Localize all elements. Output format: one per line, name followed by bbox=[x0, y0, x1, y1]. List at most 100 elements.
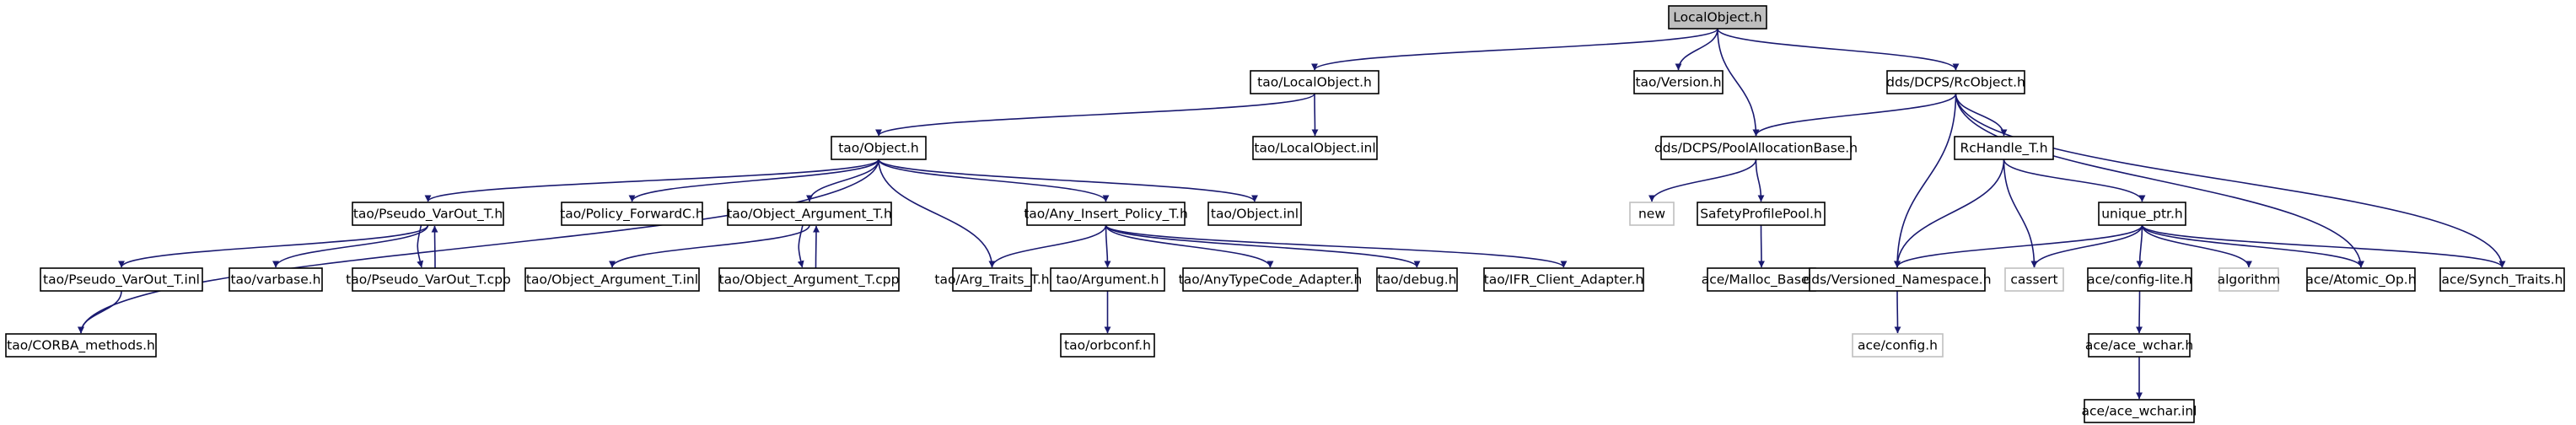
edge-n3-to-n31 bbox=[1955, 93, 2364, 268]
node-tao-varbase-h[interactable]: tao/varbase.h bbox=[229, 267, 323, 292]
node-label: tao/Object_Argument_T.inl bbox=[526, 272, 698, 288]
node-box bbox=[1376, 267, 1458, 292]
node-tao-localobject-h[interactable]: tao/LocalObject.h bbox=[1250, 70, 1379, 94]
node-tao-object-h[interactable]: tao/Object.h bbox=[831, 136, 927, 160]
node-dds-dcps-rcobject-h[interactable]: dds/DCPS/RcObject.h bbox=[1886, 70, 2025, 94]
edge-n1-to-n4 bbox=[875, 93, 1315, 137]
edge-n10-to-n20 bbox=[797, 224, 804, 268]
node-label: dds/DCPS/RcObject.h bbox=[1886, 75, 2025, 90]
node-ace-config-lite-h[interactable]: ace/config-lite.h bbox=[2087, 267, 2192, 292]
node-tao-object-inl[interactable]: tao/Object.inl bbox=[1207, 202, 1302, 226]
node-tao-argument-h[interactable]: tao/Argument.h bbox=[1050, 267, 1165, 292]
node-box bbox=[524, 267, 700, 292]
node-tao-object-argument-t-h[interactable]: tao/Object_Argument_T.h bbox=[727, 202, 892, 226]
node-label: LocalObject.h bbox=[1673, 10, 1761, 25]
edge-n16-to-n33 bbox=[78, 290, 122, 334]
node-box bbox=[2306, 267, 2416, 292]
node-safetyprofilepool-h[interactable]: SafetyProfilePool.h bbox=[1697, 202, 1826, 226]
node-tao-ifr-client-adapter-h[interactable]: tao/IFR_Client_Adapter.h bbox=[1483, 267, 1644, 292]
node-box bbox=[1026, 202, 1186, 226]
node-tao-corba-methods-h[interactable]: tao/CORBA_methods.h bbox=[5, 333, 157, 358]
node-label: tao/Arg_Traits_T.h bbox=[934, 272, 1049, 288]
node-tao-anytypecode-adapter-h[interactable]: tao/AnyTypeCode_Adapter.h bbox=[1179, 267, 1363, 292]
node-tao-pseudo-varout-t-inl[interactable]: tao/Pseudo_VarOut_T.inl bbox=[40, 267, 203, 292]
edge-n15-to-n32 bbox=[2141, 224, 2506, 268]
node-label: ace/Atomic_Op.h bbox=[2305, 272, 2416, 288]
node-tao-pseudo-varout-t-cpp[interactable]: tao/Pseudo_VarOut_T.cpp bbox=[346, 267, 511, 292]
node-box bbox=[1668, 5, 1767, 30]
node-label: cassert bbox=[2010, 272, 2057, 288]
node-box bbox=[1483, 267, 1644, 292]
edge-n15-to-n27 bbox=[1894, 224, 2143, 268]
node-unique-ptr-h[interactable]: unique_ptr.h bbox=[2098, 202, 2186, 226]
node-box bbox=[5, 333, 157, 358]
node-box bbox=[2439, 267, 2565, 292]
node-box bbox=[1182, 267, 1358, 292]
node-label: RcHandle_T.h bbox=[1960, 141, 2047, 157]
node-box bbox=[2087, 267, 2192, 292]
node-tao-orbconf-h[interactable]: tao/orbconf.h bbox=[1060, 333, 1155, 358]
node-box bbox=[1697, 202, 1826, 226]
edge-n7-to-n28 bbox=[2003, 159, 2038, 268]
edge-n27-to-n35 bbox=[1894, 290, 1901, 334]
node-label: ace/config-lite.h bbox=[2087, 272, 2192, 288]
edge-n11-to-n25 bbox=[1105, 224, 1568, 268]
edge-n4-to-n21 bbox=[878, 159, 996, 268]
node-tao-arg-traits-t-h[interactable]: tao/Arg_Traits_T.h bbox=[934, 267, 1050, 292]
node-box bbox=[1050, 267, 1165, 292]
edge-n3-to-n27 bbox=[1894, 93, 1957, 268]
edge-n8-to-n16 bbox=[118, 224, 429, 268]
node-tao-localobject-inl[interactable]: tao/LocalObject.inl bbox=[1252, 136, 1378, 160]
node-label: tao/Pseudo_VarOut_T.h bbox=[353, 207, 503, 223]
node-box bbox=[1852, 333, 1944, 358]
node-ace-ace-wchar-h[interactable]: ace/ace_wchar.h bbox=[2085, 333, 2193, 358]
node-tao-pseudo-varout-t-h[interactable]: tao/Pseudo_VarOut_T.h bbox=[352, 202, 504, 226]
node-box bbox=[1954, 136, 2054, 160]
edge-n3-to-n6 bbox=[1752, 93, 1957, 137]
node-label: dds/Versioned_Namespace.h bbox=[1803, 272, 1991, 288]
node-ace-atomic-op-h[interactable]: ace/Atomic_Op.h bbox=[2305, 267, 2417, 292]
edge-n8-to-n17 bbox=[272, 224, 429, 268]
node-label: tao/debug.h bbox=[1378, 272, 1457, 288]
node-ace-ace-wchar-inl[interactable]: ace/ace_wchar.inl bbox=[2082, 399, 2197, 423]
node-cassert: cassert bbox=[2004, 267, 2064, 292]
node-dds-dcps-poolallocationbase-h[interactable]: dds/DCPS/PoolAllocationBase.h bbox=[1654, 136, 1858, 160]
node-tao-object-argument-t-cpp[interactable]: tao/Object_Argument_T.cpp bbox=[718, 267, 900, 292]
node-tao-any-insert-policy-t-h[interactable]: tao/Any_Insert_Policy_T.h bbox=[1024, 202, 1188, 226]
edge-n10-to-n19 bbox=[609, 224, 810, 268]
node-dds-versioned-namespace-h[interactable]: dds/Versioned_Namespace.h bbox=[1803, 267, 1992, 292]
node-ace-synch-traits-h[interactable]: ace/Synch_Traits.h bbox=[2439, 267, 2565, 292]
node-box bbox=[1060, 333, 1155, 358]
node-label: tao/CORBA_methods.h bbox=[7, 338, 155, 354]
node-tao-object-argument-t-inl[interactable]: tao/Object_Argument_T.inl bbox=[524, 267, 700, 292]
edge-n11-to-n24 bbox=[1105, 224, 1421, 268]
node-label: tao/Object.h bbox=[838, 141, 919, 156]
file-nodes: LocalObject.h tao/LocalObject.h tao/Versio… bbox=[5, 5, 2565, 423]
node-rchandle-t-h[interactable]: RcHandle_T.h bbox=[1954, 136, 2054, 160]
dependency-edges bbox=[78, 28, 2506, 400]
node-box bbox=[831, 136, 927, 160]
node-label: ace/config.h bbox=[1858, 338, 1938, 353]
node-localobject-h[interactable]: LocalObject.h bbox=[1668, 5, 1767, 30]
node-label: tao/Policy_ForwardC.h bbox=[560, 207, 704, 223]
edge-n4-to-n12 bbox=[878, 159, 1258, 202]
edge-n11-to-n23 bbox=[1105, 224, 1274, 268]
node-tao-policy-forwardc-h[interactable]: tao/Policy_ForwardC.h bbox=[560, 202, 704, 226]
node-box bbox=[727, 202, 892, 226]
node-label: ace/Synch_Traits.h bbox=[2442, 272, 2563, 288]
node-box bbox=[1629, 202, 1675, 226]
edge-n4-to-n33 bbox=[78, 159, 879, 334]
node-label: tao/Version.h bbox=[1635, 75, 1721, 90]
node-algorithm: algorithm bbox=[2218, 267, 2280, 292]
node-box bbox=[1252, 136, 1378, 160]
node-box bbox=[1660, 136, 1852, 160]
node-box bbox=[352, 267, 505, 292]
node-tao-version-h[interactable]: tao/Version.h bbox=[1633, 70, 1724, 94]
node-tao-debug-h[interactable]: tao/debug.h bbox=[1376, 267, 1458, 292]
edge-n11-to-n22 bbox=[1104, 224, 1111, 268]
node-box bbox=[1207, 202, 1302, 226]
edge-n6-to-n14 bbox=[1755, 159, 1765, 202]
node-box bbox=[1886, 70, 2025, 94]
edge-n4-to-n10 bbox=[806, 159, 879, 202]
node-label: dds/DCPS/PoolAllocationBase.h bbox=[1654, 141, 1858, 156]
